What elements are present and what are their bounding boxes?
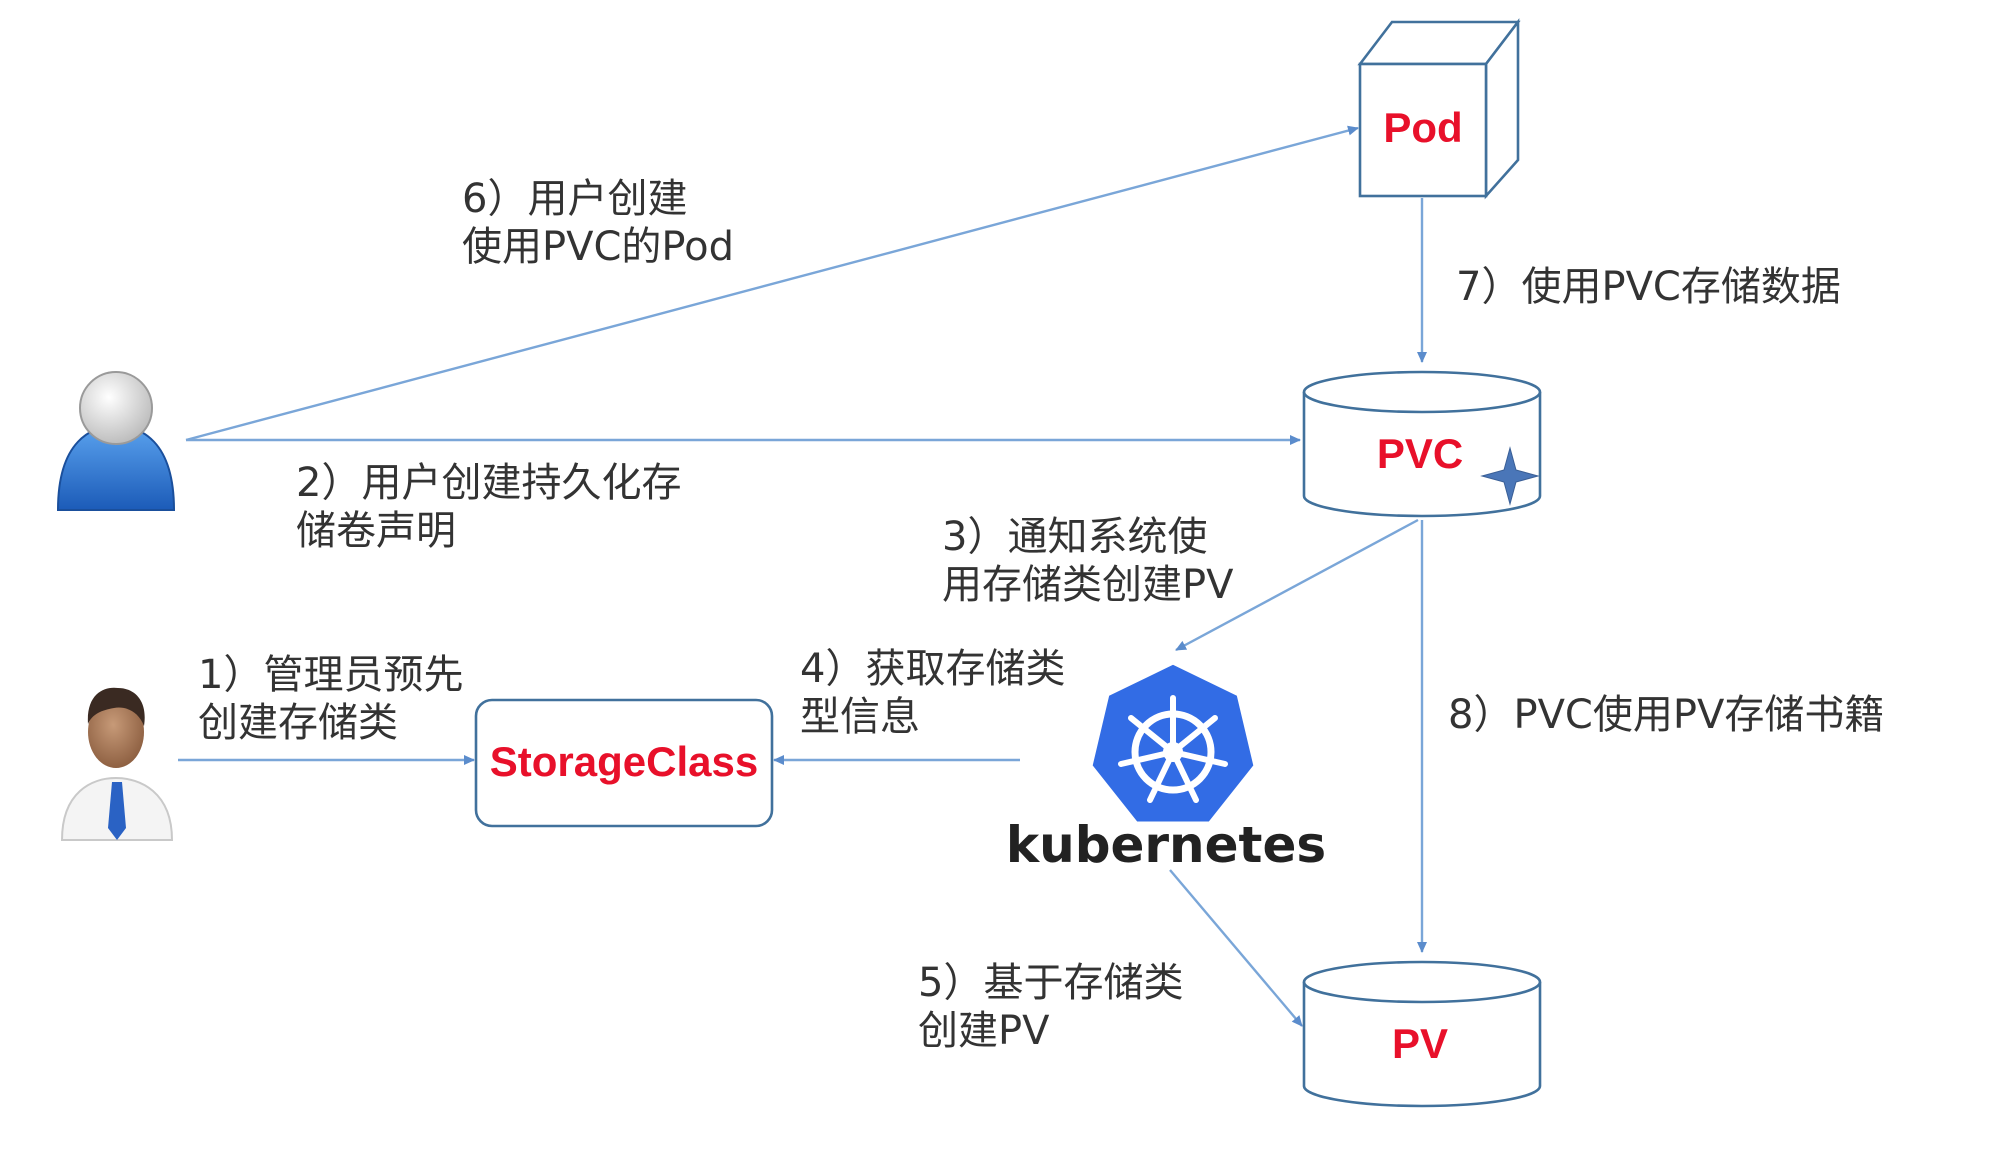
pvc-node: PVC bbox=[1302, 370, 1542, 518]
pv-node: PV bbox=[1302, 960, 1542, 1108]
step-5-label: 5）基于存储类 创建PV bbox=[918, 960, 1196, 1054]
step-8-label: 8）PVC使用PV存储书籍 bbox=[1448, 692, 1884, 738]
pv-label: PV bbox=[1392, 1020, 1448, 1067]
pod-label: Pod bbox=[1383, 104, 1462, 151]
storageclass-node: StorageClass bbox=[474, 698, 774, 828]
pod-node: Pod bbox=[1357, 18, 1521, 200]
admin-icon bbox=[60, 687, 174, 841]
pvc-label: PVC bbox=[1377, 430, 1463, 477]
kubernetes-wordmark: kubernetes bbox=[1006, 816, 1326, 874]
step-1-label: 1）管理员预先 创建存储类 bbox=[198, 652, 476, 746]
edge-pvc-to-kubernetes bbox=[1175, 518, 1419, 652]
step-2-label: 2）用户创建持久化存 储卷声明 bbox=[296, 460, 694, 554]
step-6-label: 6）用户创建 使用PVC的Pod bbox=[462, 176, 734, 270]
user-icon bbox=[56, 371, 176, 511]
kubernetes-logo: kubernetes bbox=[1006, 659, 1326, 874]
step-3-label: 3）通知系统使 用存储类创建PV bbox=[942, 514, 1234, 608]
step-4-label: 4）获取存储类 型信息 bbox=[800, 646, 1078, 740]
helm-wheel-icon bbox=[1118, 695, 1228, 803]
sparkle-icon bbox=[1480, 446, 1540, 506]
edge-kubernetes-to-pv bbox=[1169, 869, 1303, 1027]
step-7-label: 7）使用PVC存储数据 bbox=[1456, 264, 1841, 310]
edge-user-to-pod bbox=[185, 125, 1359, 442]
storageclass-label: StorageClass bbox=[490, 738, 758, 785]
